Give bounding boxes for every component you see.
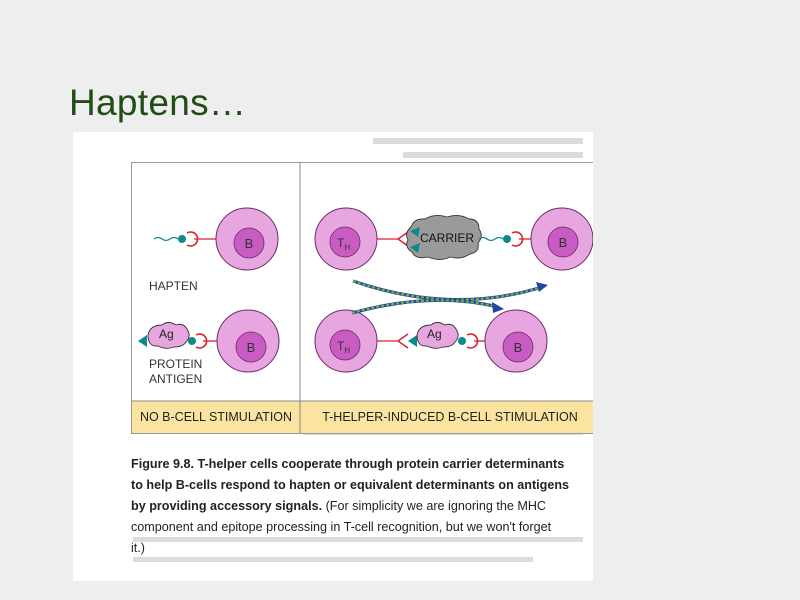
protein-label-2: ANTIGEN [149,372,202,386]
right-ag-determinant [408,335,417,347]
carrier-hapten-epitope [503,235,511,243]
caption-line-3: by providing accessory signals. (For sim… [131,496,593,517]
footer-right-label: T-HELPER-INDUCED B-CELL STIMULATION [322,410,578,424]
b-cell-2-label: B [247,340,256,355]
slide-title: Haptens… [69,82,247,123]
th-cell-2-label: TH [337,339,350,355]
th2-receptor-fork [396,333,409,349]
caption-line-3-rest: (For simplicity we are ignoring the MHC [322,499,547,513]
carrier-blob [406,214,482,260]
protein-label-1: PROTEIN [149,357,202,371]
right-ag-blob [416,322,459,349]
carrier-determinant-top [410,227,420,237]
figure-caption: Figure 9.8. T-helper cells cooperate thr… [131,454,593,559]
footer-band [132,401,593,433]
b-cell-nucleus [233,227,265,259]
b-cell-2-nucleus [235,331,267,363]
hapten-tail [153,236,179,242]
th-receptor-fork [396,231,409,247]
help-signal-bottom [351,298,504,315]
b-cell-3-nucleus [547,226,579,258]
b-cell-3-label: B [559,235,568,250]
right-ag-epitope [458,337,466,345]
carrier-determinant-bottom [410,243,420,253]
hapten-label: HAPTEN [149,279,198,293]
diagram-svg: B HAPTEN Ag B PROTEIN ANTIGEN TH CARR [132,163,593,433]
caption-line-4: component and epitope processing in T-ce… [131,520,552,534]
diagram-box: B HAPTEN Ag B PROTEIN ANTIGEN TH CARR [131,162,593,434]
carrier-hapten-tail [478,236,504,242]
left-ag-label: Ag [159,327,174,341]
carrier-label: CARRIER [420,231,474,245]
caption-line-2: to help B-cells respond to hapten or equ… [131,478,570,492]
hapten-epitope [178,235,186,243]
caption-line-5: it.) [131,541,145,555]
figure-scan: B HAPTEN Ag B PROTEIN ANTIGEN TH CARR [73,132,593,581]
caption-line-3-bold: by providing accessory signals. [131,499,323,513]
left-ag-determinant [138,335,147,347]
footer-left-label: NO B-CELL STIMULATION [140,410,292,424]
caption-line-1: Figure 9.8. T-helper cells cooperate thr… [131,457,565,471]
th-cell-nucleus [329,226,361,258]
th-cell-label: TH [337,236,350,252]
help-signal-top [352,279,548,302]
left-ag-epitope [188,337,196,345]
b-cell-label: B [245,236,254,251]
right-ag-label: Ag [427,327,442,341]
b-cell-4-nucleus [502,331,534,363]
th-cell-2-nucleus [329,329,361,361]
b-cell-4-label: B [514,340,523,355]
left-ag-blob [147,322,190,349]
